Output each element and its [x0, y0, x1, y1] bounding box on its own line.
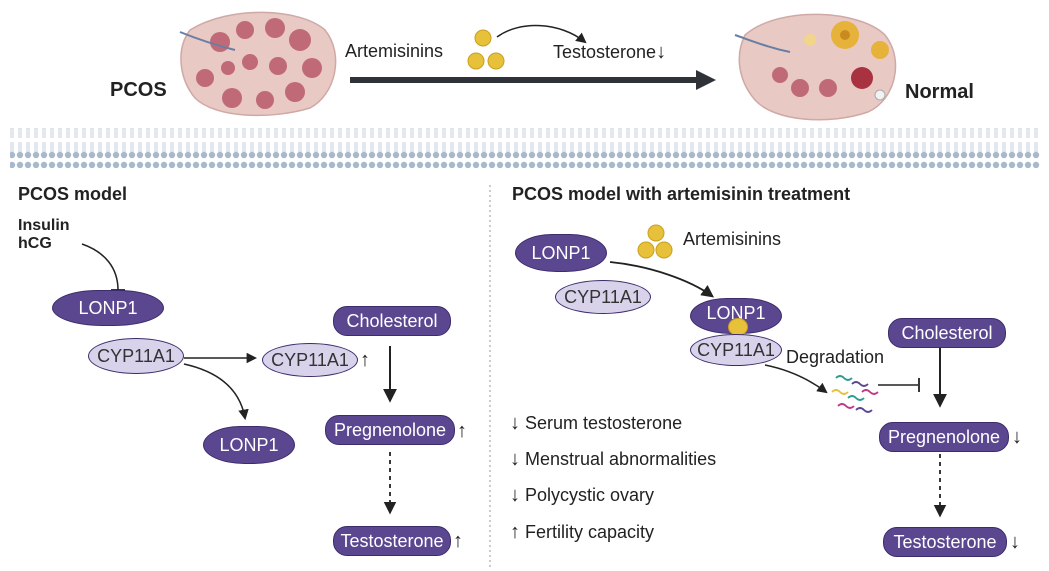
cholesterol-node-treated: Cholesterol: [888, 318, 1006, 348]
pregnenolone-down-arrow-icon: ↓: [1012, 426, 1022, 448]
degradation-arrow: [764, 364, 828, 394]
drug-to-testosterone-arrow: [496, 24, 587, 44]
complex-cyp11a1: CYP11A1: [690, 334, 782, 366]
outcome-item: ↓ Polycystic ovary: [510, 484, 655, 506]
testosterone-up-arrow-icon: ↑: [453, 530, 463, 552]
left-panel-title: PCOS model: [18, 184, 128, 204]
testosterone-effect-label: Testosterone↓: [553, 41, 667, 63]
lonp1-treated: LONP1: [515, 234, 607, 272]
testosterone-node-treated: Testosterone: [883, 527, 1007, 557]
cell-membrane-band: [10, 128, 1040, 168]
pregnenolone-node-treated: Pregnenolone: [879, 422, 1009, 452]
inducer-inhibition-line: [81, 243, 119, 291]
drug-label-panel: Artemisinins: [683, 229, 782, 249]
outcome-item: ↓ Menstrual abnormalities: [510, 448, 717, 470]
up-arrow-icon: ↑: [510, 521, 520, 543]
artemisinin-pellets-top: [467, 29, 505, 70]
testosterone-down-arrow-icon: ↓: [1010, 531, 1020, 553]
normal-label: Normal: [905, 81, 974, 103]
cholesterol-node: Cholesterol: [333, 306, 451, 336]
cyp11a1-treated: CYP11A1: [555, 280, 651, 314]
lonp1-release-arrow: [183, 363, 249, 421]
lonp1-binding-arrow: [609, 261, 715, 298]
down-arrow-icon: ↓: [656, 41, 667, 63]
degraded-fragments: [831, 375, 879, 413]
cyp11a1-free: CYP11A1: [262, 343, 358, 377]
artemisinin-pellets-panel: [637, 224, 673, 259]
right-panel-title: PCOS model with artemisinin treatment: [512, 184, 851, 204]
down-arrow-icon: ↓: [510, 412, 520, 434]
outcome-item: ↑ Fertility capacity: [510, 521, 655, 543]
drug-label-top: Artemisinins: [345, 41, 444, 61]
pregnenolone-up-arrow-icon: ↑: [457, 420, 467, 442]
cyp11a1-up-arrow-icon: ↑: [360, 349, 370, 371]
down-arrow-icon: ↓: [510, 484, 520, 506]
lonp1-bound: LONP1: [52, 290, 164, 326]
lonp1-free: LONP1: [203, 426, 295, 464]
normal-ovary-illustration: [734, 13, 897, 121]
inducer-insulin: Insulin: [18, 217, 70, 234]
outcome-item: ↓ Serum testosterone: [510, 412, 683, 434]
down-arrow-icon: ↓: [510, 448, 520, 470]
testosterone-node: Testosterone: [333, 526, 451, 556]
cyp11a1-bound: CYP11A1: [88, 338, 184, 374]
pregnenolone-node: Pregnenolone: [325, 415, 455, 445]
degradation-label: Degradation: [786, 347, 885, 367]
pcos-ovary-illustration: [179, 11, 337, 117]
inducer-hcg: hCG: [18, 235, 52, 252]
pcos-label: PCOS: [110, 79, 167, 101]
